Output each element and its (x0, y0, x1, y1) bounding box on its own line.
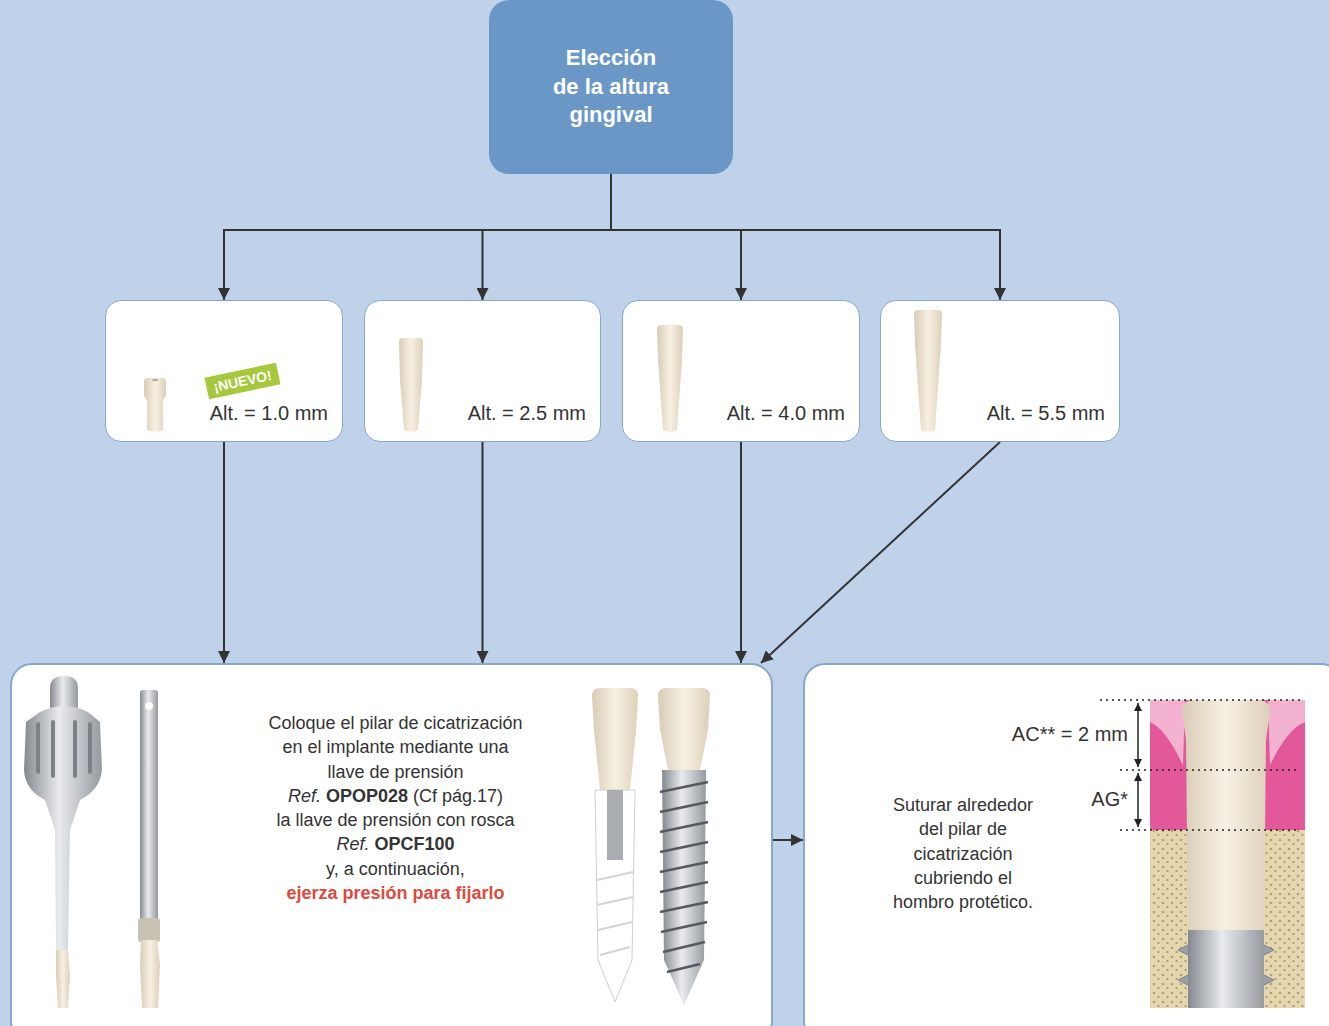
instruction-text: OPOP028 (326, 784, 408, 808)
implant-zirconia (592, 688, 638, 1002)
pressure-key-tool (51, 722, 55, 776)
node-text: Alt. = 4.0 mm (727, 402, 845, 425)
dimension-lines (1120, 769, 1300, 771)
new-badge: ¡NUEVO! (205, 363, 281, 400)
flow-arrow (482, 442, 484, 663)
flow-arrow (224, 174, 611, 300)
healing-abutment-2-5mm (399, 338, 423, 432)
healing-abutment-4mm (657, 325, 683, 432)
text-line: Coloque el pilar de cicatrización en el … (260, 711, 531, 784)
healing-abutment-4mm (657, 325, 683, 432)
implant-zirconia (592, 688, 638, 790)
gingiva-section (1150, 700, 1305, 830)
node-text: Suturar alrededor del pilar de cicatriza… (885, 793, 1041, 914)
implant-titanium (662, 770, 706, 1005)
gingiva-section (1268, 700, 1305, 765)
pressure-key-tool (36, 724, 40, 772)
node-text: Alt. = 2.5 mm (468, 402, 586, 425)
healing-abutment-1mm (152, 379, 158, 382)
dimension-lines (1137, 773, 1139, 827)
instruction-text: la llave de prensión con rosca (276, 808, 514, 832)
gingiva-section (1188, 930, 1264, 1008)
height-option-box: ¡NUEVO!Alt. = 1.0 mm (105, 300, 343, 442)
instruction-text: Ref. (288, 784, 321, 808)
text-line: la llave de prensión con rosca (260, 808, 531, 832)
implant-zirconia (595, 790, 635, 1002)
flow-arrow (223, 442, 225, 663)
threaded-pressure-key (140, 940, 160, 1008)
node-text: Alt. = 5.5 mm (987, 402, 1105, 425)
threaded-pressure-key (138, 918, 160, 942)
title-box: Elección de la altura gingival (489, 0, 733, 174)
gingiva-section (1182, 700, 1270, 930)
dimension-lines (1100, 700, 1300, 830)
instruction-text: OPCF100 (375, 832, 455, 856)
dimension-lines (1137, 703, 1139, 767)
pressure-key-tool (56, 950, 70, 1008)
instruction-text: (Cf pág.17) (413, 784, 503, 808)
gingiva-section (1178, 945, 1274, 985)
text-line: y, a continuación, (260, 857, 531, 881)
pressure-key-tool (50, 676, 78, 712)
implant-zirconia (597, 872, 633, 955)
implant-zirconia (607, 790, 623, 860)
instruction-panel: Coloque el pilar de cicatrización en el … (10, 663, 773, 1026)
text-line: ejerza presión para fijarlo (260, 881, 531, 905)
node-text: Alt. = 1.0 mm (210, 402, 328, 425)
threaded-pressure-key (140, 690, 158, 930)
flow-arrow (611, 174, 741, 300)
gingiva-section (1150, 830, 1305, 1008)
suture-panel: Suturar alrededor del pilar de cicatriza… (803, 663, 1329, 1026)
pressure-key-tool (73, 722, 77, 776)
threaded-pressure-key (145, 702, 153, 710)
flow-arrow (611, 174, 1000, 300)
dimension-label: AC** = 2 mm (1012, 723, 1128, 746)
gingiva-section (1150, 700, 1305, 1008)
height-option-box: Alt. = 5.5 mm (880, 300, 1120, 442)
threaded-pressure-key (138, 690, 160, 1008)
implant-titanium (658, 688, 710, 770)
flow-arrow (761, 442, 1000, 663)
flow-arrow (740, 442, 742, 663)
pressure-key-tool (24, 676, 102, 1008)
height-option-box: Alt. = 2.5 mm (364, 300, 601, 442)
pressure-key-tool (88, 724, 92, 772)
dimension-lines (1120, 829, 1300, 831)
warning-text: ejerza presión para fijarlo (286, 881, 504, 905)
instruction-text: Coloque el pilar de cicatrización en el … (263, 711, 529, 784)
healing-abutment-1mm (144, 378, 166, 432)
implant-titanium (658, 688, 710, 1005)
instruction-text: Ref. (336, 832, 369, 856)
flow-arrow (773, 839, 803, 841)
healing-abutment-5-5mm (914, 310, 942, 432)
gingiva-section (1150, 700, 1185, 765)
flow-arrow (483, 174, 612, 300)
dimension-lines (1100, 699, 1300, 701)
healing-abutment-2-5mm (399, 338, 423, 432)
healing-abutment-5-5mm (914, 310, 942, 432)
pressure-key-tool (24, 706, 102, 950)
healing-abutment-1mm (144, 378, 166, 432)
instruction-text: y, a continuación, (326, 857, 465, 881)
dimension-label: AG* (1091, 788, 1128, 811)
height-option-box: Alt. = 4.0 mm (622, 300, 860, 442)
text-line: Ref.OPOP028(Cf pág.17) (260, 784, 531, 808)
text-line: Ref.OPCF100 (260, 832, 531, 856)
node-text: Elección de la altura gingival (552, 44, 671, 130)
implant-titanium (660, 782, 708, 972)
